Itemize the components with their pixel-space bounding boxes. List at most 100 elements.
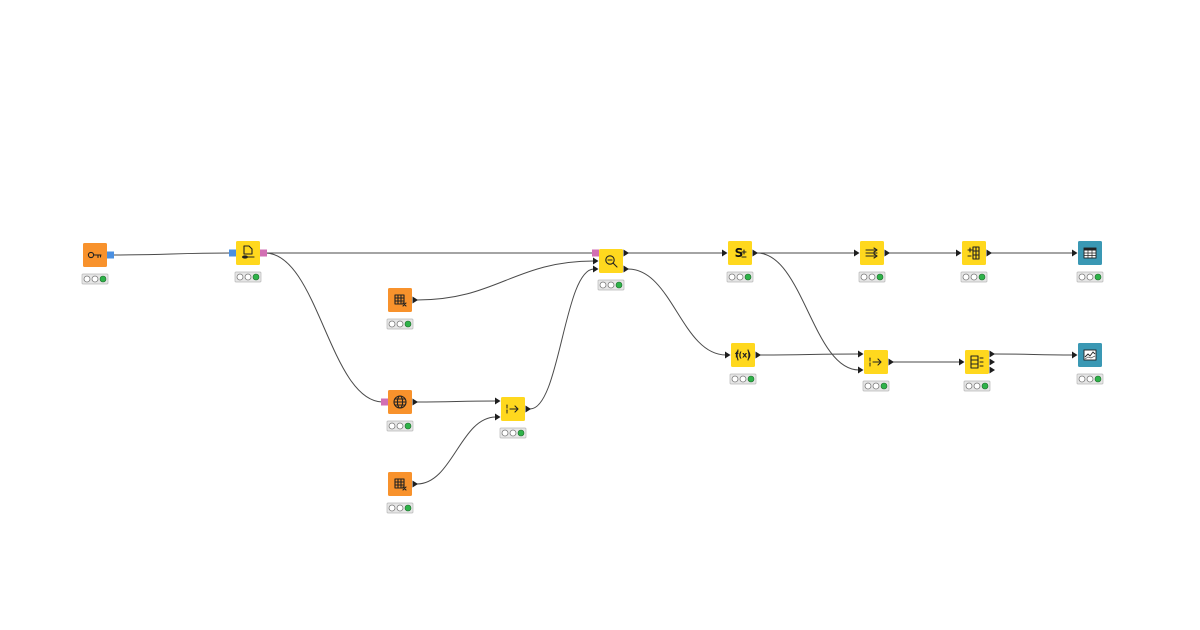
input-port-data[interactable] [725,351,731,359]
node-body-manipulator[interactable] [965,350,989,374]
node-joiner-2[interactable] [858,350,895,392]
node-body-manipulator[interactable] [599,249,623,273]
output-port-data[interactable] [888,358,895,366]
status-light-configured [970,273,978,281]
node-status-indicator [386,502,414,514]
node-math-formula[interactable]: f(x) [725,343,762,385]
status-light-configured [1086,375,1094,383]
node-table-creator-2[interactable] [386,472,419,514]
status-light-executed [252,273,260,281]
output-port-data[interactable] [989,366,996,374]
connection-credentials-to-db-connector[interactable] [111,252,232,256]
line-plot-icon [1083,349,1097,361]
connection-joiner-1-to-db-lookup[interactable] [529,268,595,410]
output-port-connection[interactable] [107,251,114,259]
node-status-indicator [597,279,625,291]
node-layer: Sf(x) [81,241,1104,514]
node-status-indicator [81,273,109,285]
status-light-configured [396,320,404,328]
output-port-data[interactable] [412,296,419,304]
input-port-data[interactable] [593,257,599,265]
status-light-configured [244,273,252,281]
output-port-data[interactable] [623,265,630,273]
magnifier-icon [605,255,618,268]
node-status-indicator [386,318,414,330]
output-port-db[interactable] [260,249,267,257]
status-light-configured [872,382,880,390]
node-status-indicator [963,380,991,392]
input-port-data[interactable] [722,249,728,257]
output-port-data[interactable] [884,249,891,257]
input-port-connection[interactable] [229,249,236,257]
node-body-source[interactable] [388,472,412,496]
status-light-idle [388,320,396,328]
input-port-data[interactable] [858,366,864,374]
input-port-data[interactable] [1072,351,1078,359]
output-port-data[interactable] [989,350,996,358]
connection-string-manipulation-to-joiner-2[interactable] [756,252,860,371]
output-port-data[interactable] [412,398,419,406]
output-port-data[interactable] [752,249,759,257]
input-port-db[interactable] [381,398,388,406]
input-port-data[interactable] [959,358,965,366]
output-port-data[interactable] [525,405,532,413]
connection-table-creator-2-to-joiner-1[interactable] [416,416,497,485]
node-status-indicator [386,420,414,432]
node-splitter[interactable] [959,350,996,392]
node-body-source[interactable] [388,288,412,312]
input-port-db[interactable] [592,249,599,257]
node-body-manipulator[interactable] [962,241,986,265]
status-light-executed [517,429,525,437]
status-light-idle [1078,375,1086,383]
status-light-idle [728,273,736,281]
node-table-view[interactable] [1072,241,1104,283]
status-light-executed [981,382,989,390]
status-light-configured [736,273,744,281]
input-port-data[interactable] [1072,249,1078,257]
status-light-idle [501,429,509,437]
output-port-data[interactable] [755,351,762,359]
node-body-manipulator[interactable] [236,241,260,265]
status-light-executed [1094,375,1102,383]
connection-table-creator-1-to-db-lookup[interactable] [416,260,595,301]
node-table-creator-1[interactable] [386,288,419,330]
input-port-data[interactable] [495,413,501,421]
node-joiner-1[interactable] [495,397,532,439]
globe-icon [393,395,407,409]
node-db-query[interactable] [381,390,419,432]
output-port-data[interactable] [989,358,996,366]
output-port-data[interactable] [412,480,419,488]
node-string-manipulation[interactable]: S [722,241,759,283]
db-connector-icon [242,245,255,259]
node-body-manipulator[interactable] [728,241,752,265]
status-light-executed [404,422,412,430]
status-light-executed [615,281,623,289]
node-db-connector[interactable] [229,241,267,283]
status-light-executed [404,320,412,328]
status-light-idle [860,273,868,281]
connection-db-query-to-joiner-1[interactable] [416,400,497,403]
input-port-data[interactable] [854,249,860,257]
splitter-icon [970,355,984,369]
node-credentials[interactable] [81,243,114,285]
input-port-data[interactable] [593,265,599,273]
node-body-manipulator[interactable] [731,343,755,367]
connection-db-lookup-to-math-formula[interactable] [627,268,727,356]
input-port-data[interactable] [956,249,962,257]
status-light-configured [868,273,876,281]
node-pivot[interactable] [956,241,993,283]
input-port-data[interactable] [495,397,501,405]
node-db-lookup[interactable] [592,249,630,291]
node-column-filter[interactable] [854,241,891,283]
status-light-executed [978,273,986,281]
output-port-data[interactable] [623,249,630,257]
connection-math-formula-to-joiner-2[interactable] [759,353,860,356]
input-port-data[interactable] [858,350,864,358]
connection-splitter-to-line-plot[interactable] [993,353,1074,356]
svg-text:S: S [735,246,744,260]
node-line-plot[interactable] [1072,343,1104,385]
output-port-data[interactable] [986,249,993,257]
connection-db-connector-to-db-query[interactable] [264,252,384,403]
